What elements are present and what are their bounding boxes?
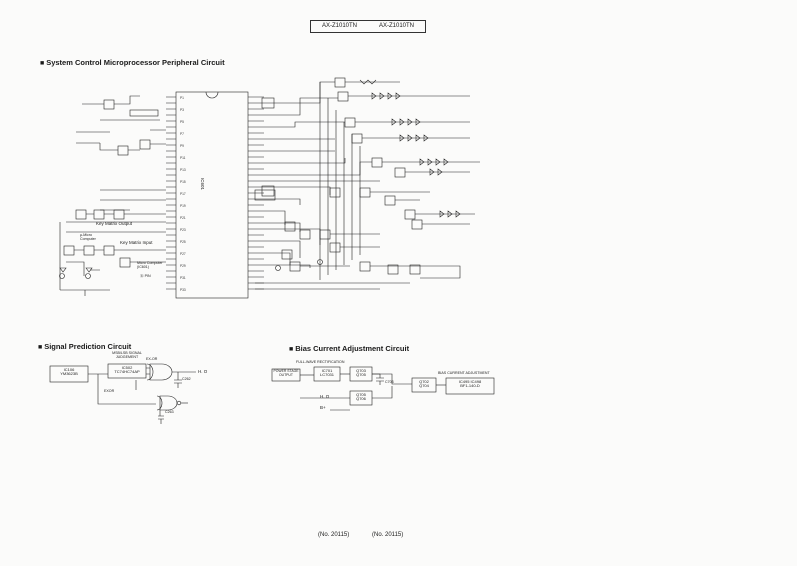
svg-text:P7: P7	[180, 132, 184, 136]
svg-text:P25: P25	[180, 240, 186, 244]
model-right: AX-Z1010TN	[378, 23, 414, 29]
footer-left: (No. 20115)	[318, 532, 350, 538]
q702-label: Q702 Q704	[419, 379, 429, 389]
ic502-block	[107, 363, 147, 379]
exor-gate	[149, 363, 173, 381]
q703-label: Q703 Q705	[356, 368, 366, 378]
ic502-label: IC502 TC74HC74AP	[114, 365, 140, 375]
svg-text:P31: P31	[180, 276, 186, 280]
c262-label: C262	[182, 377, 191, 381]
bias-adjust-label: BIAS CURRENT ADJUSTMENT	[438, 371, 490, 375]
ic701-label: IC701 LC7031	[319, 368, 334, 378]
svg-text:P21: P21	[180, 216, 186, 220]
svg-text:P5: P5	[180, 120, 184, 124]
ic106-label: IC106 YM3623B	[60, 367, 78, 377]
footer-right: (No. 20115)	[372, 532, 404, 538]
pin-note: Ⓐ PIN	[140, 274, 151, 278]
model-left: AX-Z1010TN	[321, 23, 357, 29]
signal-prediction-title: Signal Prediction Circuit	[38, 342, 131, 351]
exor-label: EX-OR	[146, 357, 158, 361]
micro-computer-ic-label: Micro Computer (IC601)	[137, 261, 163, 269]
ho-output-label: H. O	[198, 369, 208, 374]
judgement-label: MSB/LSB SIGNAL JUDGEMENT	[112, 351, 142, 359]
ic601-label: IC601	[200, 178, 205, 191]
svg-text:P9: P9	[180, 144, 184, 148]
ic495-label: IC495 IC498 BF1-140-D	[458, 379, 482, 389]
svg-text:P33: P33	[180, 288, 186, 292]
model-header: AX-Z1010TN AX-Z1010TN	[310, 20, 426, 33]
svg-text:P27: P27	[180, 252, 186, 256]
c263-label: C263	[165, 410, 174, 414]
svg-text:P29: P29	[180, 264, 186, 268]
svg-text:P1: P1	[180, 96, 184, 100]
microprocessor-ic	[175, 91, 249, 299]
ic-left-pins	[166, 96, 176, 290]
svg-text:P3: P3	[180, 108, 184, 112]
bias-ho-label: H. O	[320, 394, 330, 399]
q705-label: Q705 Q706	[356, 392, 366, 402]
svg-text:P17: P17	[180, 192, 186, 196]
ic-right-pins	[248, 96, 264, 290]
c703-label: C703	[385, 380, 394, 384]
svg-text:P11: P11	[180, 156, 186, 160]
power-stage-label: POWER STAGE OUTPUT	[273, 369, 299, 377]
key-matrix-input-label: Key Matrix Input	[120, 240, 153, 245]
system-control-title: System Control Microprocessor Peripheral…	[40, 58, 224, 67]
enor-label: EXOR	[104, 389, 115, 393]
bias-current-title: Bias Current Adjustment Circuit	[289, 344, 409, 353]
key-matrix-output-label: Key Matrix Output	[96, 221, 133, 226]
svg-text:P15: P15	[180, 180, 186, 184]
enor-gate	[159, 395, 178, 411]
svg-text:P23: P23	[180, 228, 186, 232]
micro-computer-label: μ-Micro Computer	[80, 233, 96, 241]
bias-bplus-label: B+	[320, 405, 326, 410]
ic495-block	[445, 377, 495, 395]
full-wave-label: FULL-WAVE RECTIFICATION	[296, 360, 345, 364]
svg-text:P13: P13	[180, 168, 186, 172]
svg-text:P19: P19	[180, 204, 186, 208]
